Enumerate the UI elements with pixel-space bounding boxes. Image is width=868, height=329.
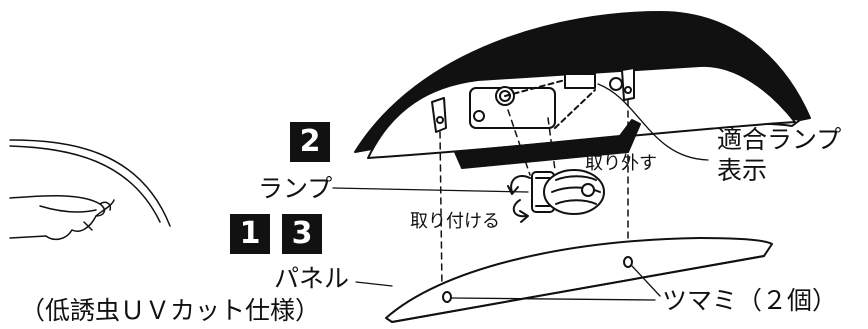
- alignment-guides: [439, 99, 629, 291]
- remove-label: 取り外す: [585, 153, 657, 174]
- panel-note-label: （低誘虫ＵＶカット仕様）: [20, 296, 321, 325]
- compatible-lamp-label-line2: 表示: [717, 156, 768, 185]
- hand-illustration: [9, 139, 171, 241]
- lamp-bulb: [531, 169, 605, 215]
- lamp-label: ランプ: [258, 174, 333, 203]
- panel-label: パネル: [274, 264, 350, 293]
- panel: [385, 237, 773, 323]
- step-2-badge: 2: [290, 122, 330, 162]
- install-label: 取り付ける: [410, 211, 500, 232]
- leader-lines: [332, 83, 709, 301]
- knobs-label: ツマミ（２個）: [662, 286, 838, 315]
- step-3-badge: 3: [282, 214, 322, 254]
- fixture-body: [354, 11, 811, 169]
- compatible-lamp-label-line1: 適合ランプ: [717, 125, 842, 154]
- step-1-badge: 1: [230, 214, 270, 254]
- rotation-arrows: [507, 174, 531, 223]
